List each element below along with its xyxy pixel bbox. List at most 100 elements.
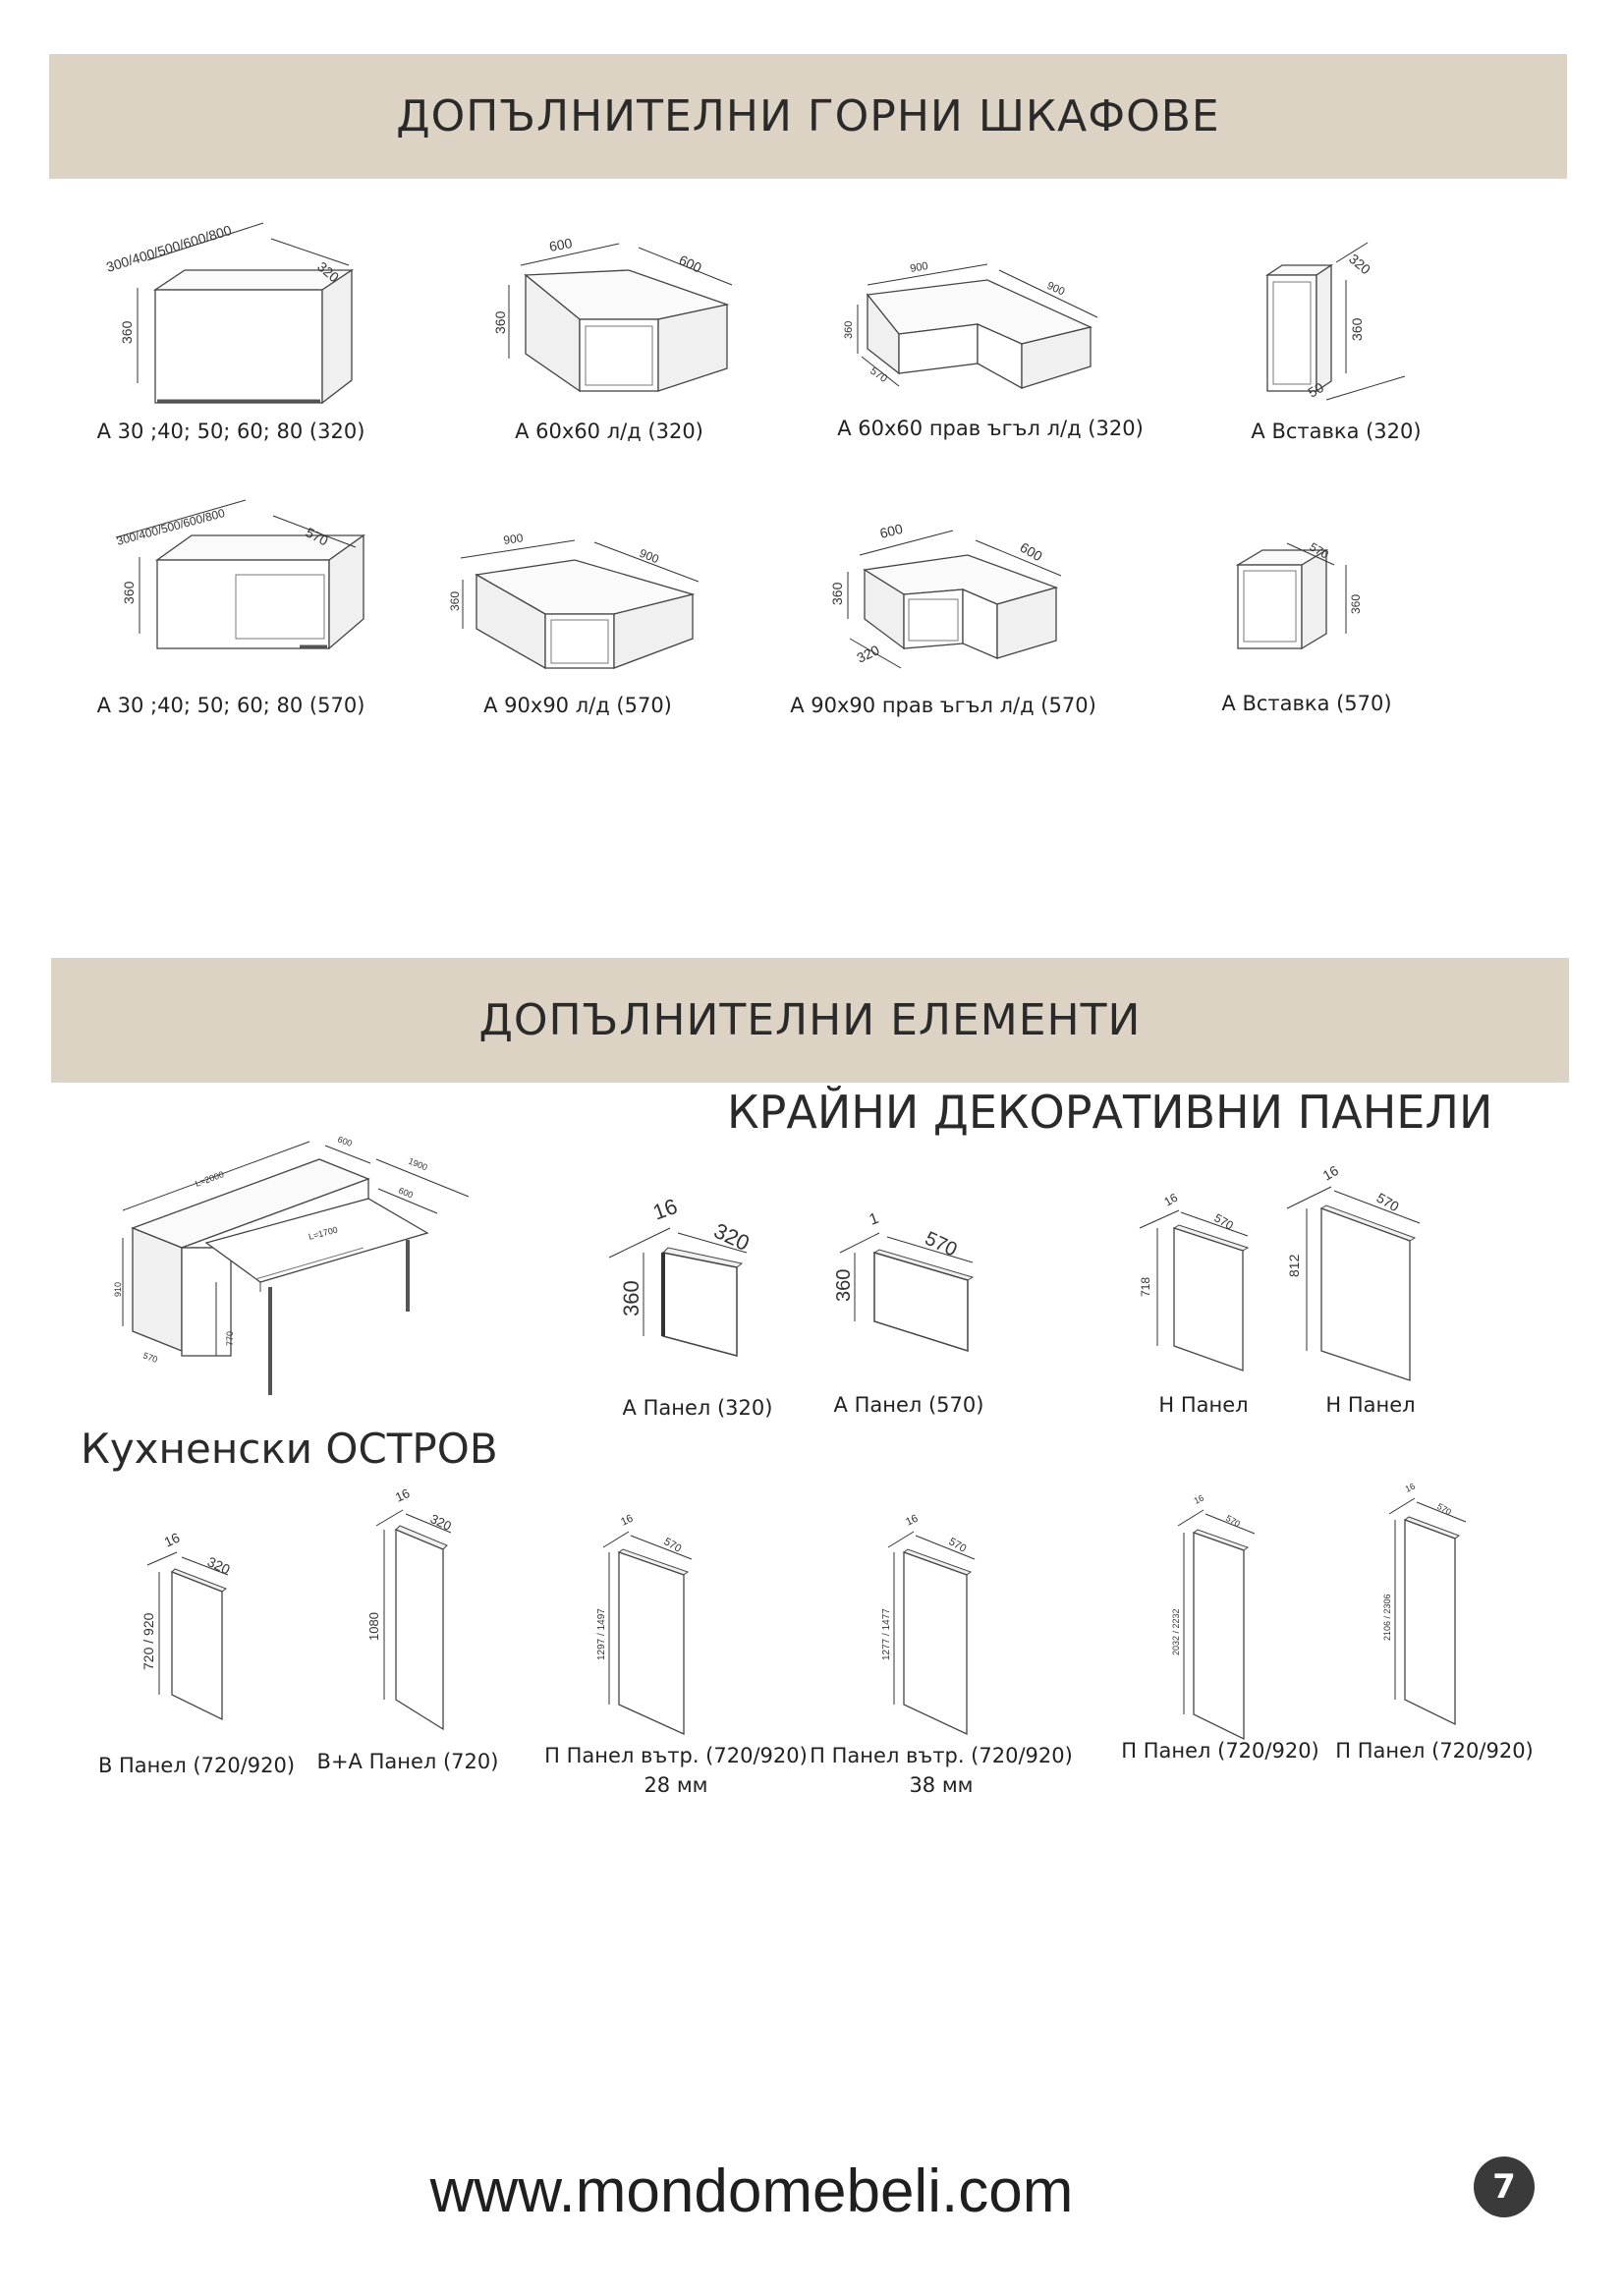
dimension-label: 1900 (407, 1156, 428, 1173)
dimension-label: L=2000 (194, 1169, 225, 1189)
caption-p-panel-2032: П Панел (720/920) (1121, 1739, 1319, 1763)
dim-width: 300/400/500/600/800 (104, 222, 233, 275)
dimension-label: 1 (868, 1210, 881, 1229)
dimension-label: 360 (843, 321, 855, 339)
dimension-label: 16 (904, 1513, 920, 1529)
dimension-label: 570 (922, 1228, 961, 1261)
drawing-insert-320: 320 360 50 (1258, 242, 1425, 418)
drawing-b-panel: 16 320 720 / 920 (138, 1528, 255, 1724)
dimension-label: 16 (393, 1485, 412, 1505)
drawing-h-panel-812: 16 570 812 (1277, 1162, 1444, 1385)
subtitle-kitchen-island: Кухненски ОСТРОВ (81, 1425, 498, 1473)
dimension-label: 718 (1139, 1277, 1152, 1297)
caption-p-panel-inner-38: П Панел вътр. (720/920)38 мм (810, 1744, 1073, 1797)
dimension-label: 720 / 920 (140, 1612, 156, 1670)
caption-h-panel-812: H Панел (1325, 1393, 1416, 1417)
dimension-label: 570 (1435, 1501, 1453, 1517)
dimension-label: 910 (113, 1282, 123, 1297)
drawing-kitchen-island: L=2000 600 1900 600 L=1700 910 770 570 (113, 1100, 506, 1415)
caption-upper-cabinet-320: A 30 ;40; 50; 60; 80 (320) (96, 420, 365, 443)
dimension-label: 320 (1346, 251, 1373, 277)
caption-p-panel-2106: П Панел (720/920) (1335, 1739, 1534, 1763)
drawing-p-panel-2032: 16 570 2032 / 2232 (1164, 1493, 1282, 1744)
dimension-label: 570 (1212, 1210, 1237, 1232)
dimension-label: 360 (833, 1269, 855, 1302)
dimension-label: 16 (1320, 1162, 1342, 1184)
dimension-label: 360 (1349, 317, 1365, 341)
dimension-label: 570 (868, 365, 889, 385)
dimension-label: 600 (1018, 539, 1045, 565)
caption-right-angle-corner-90x90-570: A 90x90 прав ъгъл л/д (570) (790, 694, 1096, 717)
drawing-p-panel-inner-28: 16 570 1297 / 1497 (589, 1513, 707, 1744)
dimension-label: 2032 / 2232 (1171, 1608, 1181, 1655)
dimension-label: 570 (662, 1536, 684, 1555)
dimension-label: 320 (855, 642, 882, 665)
subtitle-decorative-panels: КРАЙНИ ДЕКОРАТИВНИ ПАНЕЛИ (727, 1086, 1493, 1139)
dimension-label: 16 (1193, 1493, 1205, 1506)
dimension-label: 360 (121, 581, 137, 604)
page-number-badge: 7 (1474, 2156, 1535, 2217)
drawing-a-panel-320: 16 320 360 (599, 1194, 766, 1366)
dimension-label: 16 (162, 1530, 183, 1550)
drawing-a-panel-570: 1 570 360 (830, 1210, 997, 1361)
drawing-insert-570: 570 360 (1228, 535, 1395, 683)
caption-a-panel-570: A Панел (570) (833, 1393, 984, 1417)
section-title: ДОПЪЛНИТЕЛНИ ГОРНИ ШКАФОВЕ (396, 91, 1220, 141)
dimension-label: 16 (619, 1513, 635, 1529)
dimension-label: 1277 / 1477 (881, 1608, 892, 1660)
dimension-label: 570 (947, 1536, 969, 1555)
dimension-label: 16 (649, 1194, 681, 1225)
dimension-label: 360 (492, 310, 508, 334)
caption-b-a-panel: B+A Панел (720) (316, 1750, 499, 1773)
caption-h-panel-718: H Панел (1158, 1393, 1249, 1417)
dimension-label: 570 (141, 1350, 159, 1365)
drawing-corner-cabinet-90x90-570: 900 900 360 (447, 521, 712, 688)
dimension-label: 812 (1286, 1254, 1302, 1277)
drawing-h-panel-718: 16 570 718 (1120, 1191, 1267, 1375)
dimension-label: 570 (1374, 1190, 1402, 1215)
drawing-upper-cabinet-320: 300/400/500/600/800 320 360 (98, 211, 393, 408)
caption-corner-cabinet-60x60-320: A 60x60 л/д (320) (515, 420, 703, 443)
caption-insert-320: A Вставка (320) (1251, 420, 1422, 443)
drawing-right-angle-corner-60x60-320: 900 900 360 570 (840, 251, 1125, 398)
dim-height: 360 (119, 320, 135, 344)
footer-website[interactable]: www.mondomebeli.com (429, 2157, 1074, 2225)
section-header-upper-cabinets: ДОПЪЛНИТЕЛНИ ГОРНИ ШКАФОВЕ (49, 54, 1567, 179)
drawing-upper-cabinet-570: 300/400/500/600/800 570 360 (98, 496, 393, 693)
dimension-label: 16 (1162, 1191, 1181, 1209)
dimension-label: 900 (502, 531, 524, 547)
caption-p-panel-inner-28: П Панел вътр. (720/920)28 мм (544, 1744, 808, 1797)
caption-insert-570: A Вставка (570) (1221, 692, 1392, 715)
dimension-label: 900 (1045, 280, 1067, 299)
dimension-label: 1080 (366, 1612, 381, 1641)
dimension-label: 360 (829, 582, 845, 605)
dimension-label: 360 (1349, 594, 1363, 614)
dimension-label: 570 (1224, 1513, 1242, 1529)
dimension-label: 900 (638, 546, 661, 567)
caption-upper-cabinet-570: A 30 ;40; 50; 60; 80 (570) (96, 694, 365, 717)
caption-b-panel: B Панел (720/920) (97, 1754, 296, 1777)
drawing-right-angle-corner-90x90-570: 600 600 360 320 (820, 511, 1086, 688)
dimension-label: 320 (428, 1511, 454, 1534)
caption-right-angle-corner-60x60-320: A 60x60 прав ъгъл л/д (320) (837, 417, 1144, 440)
dimension-label: 770 (225, 1331, 235, 1346)
dimension-label: 600 (336, 1134, 354, 1148)
dimension-label: 900 (909, 260, 928, 275)
dimension-label: 360 (619, 1280, 644, 1316)
drawing-b-a-panel: 16 320 1080 (359, 1485, 476, 1734)
dimension-label: 320 (710, 1218, 754, 1256)
section-title: ДОПЪЛНИТЕЛНИ ЕЛЕМЕНТИ (478, 995, 1142, 1045)
dimension-label: 16 (1404, 1482, 1417, 1494)
dimension-label: 50 (1306, 379, 1327, 401)
drawing-p-panel-2106: 16 570 2106 / 2306 (1375, 1482, 1493, 1734)
dimension-label: 360 (448, 591, 462, 611)
dimension-label: 1297 / 1497 (596, 1608, 607, 1660)
drawing-p-panel-inner-38: 16 570 1277 / 1477 (874, 1513, 992, 1744)
section-header-extra-elements: ДОПЪЛНИТЕЛНИ ЕЛЕМЕНТИ (51, 958, 1569, 1083)
caption-corner-cabinet-90x90-570: A 90x90 л/д (570) (483, 694, 672, 717)
dimension-label: 320 (205, 1553, 233, 1577)
caption-a-panel-320: A Панел (320) (622, 1396, 773, 1420)
dimension-label: 2106 / 2306 (1382, 1594, 1392, 1641)
dimension-label: 600 (878, 521, 905, 541)
dimension-label: 600 (548, 235, 574, 254)
